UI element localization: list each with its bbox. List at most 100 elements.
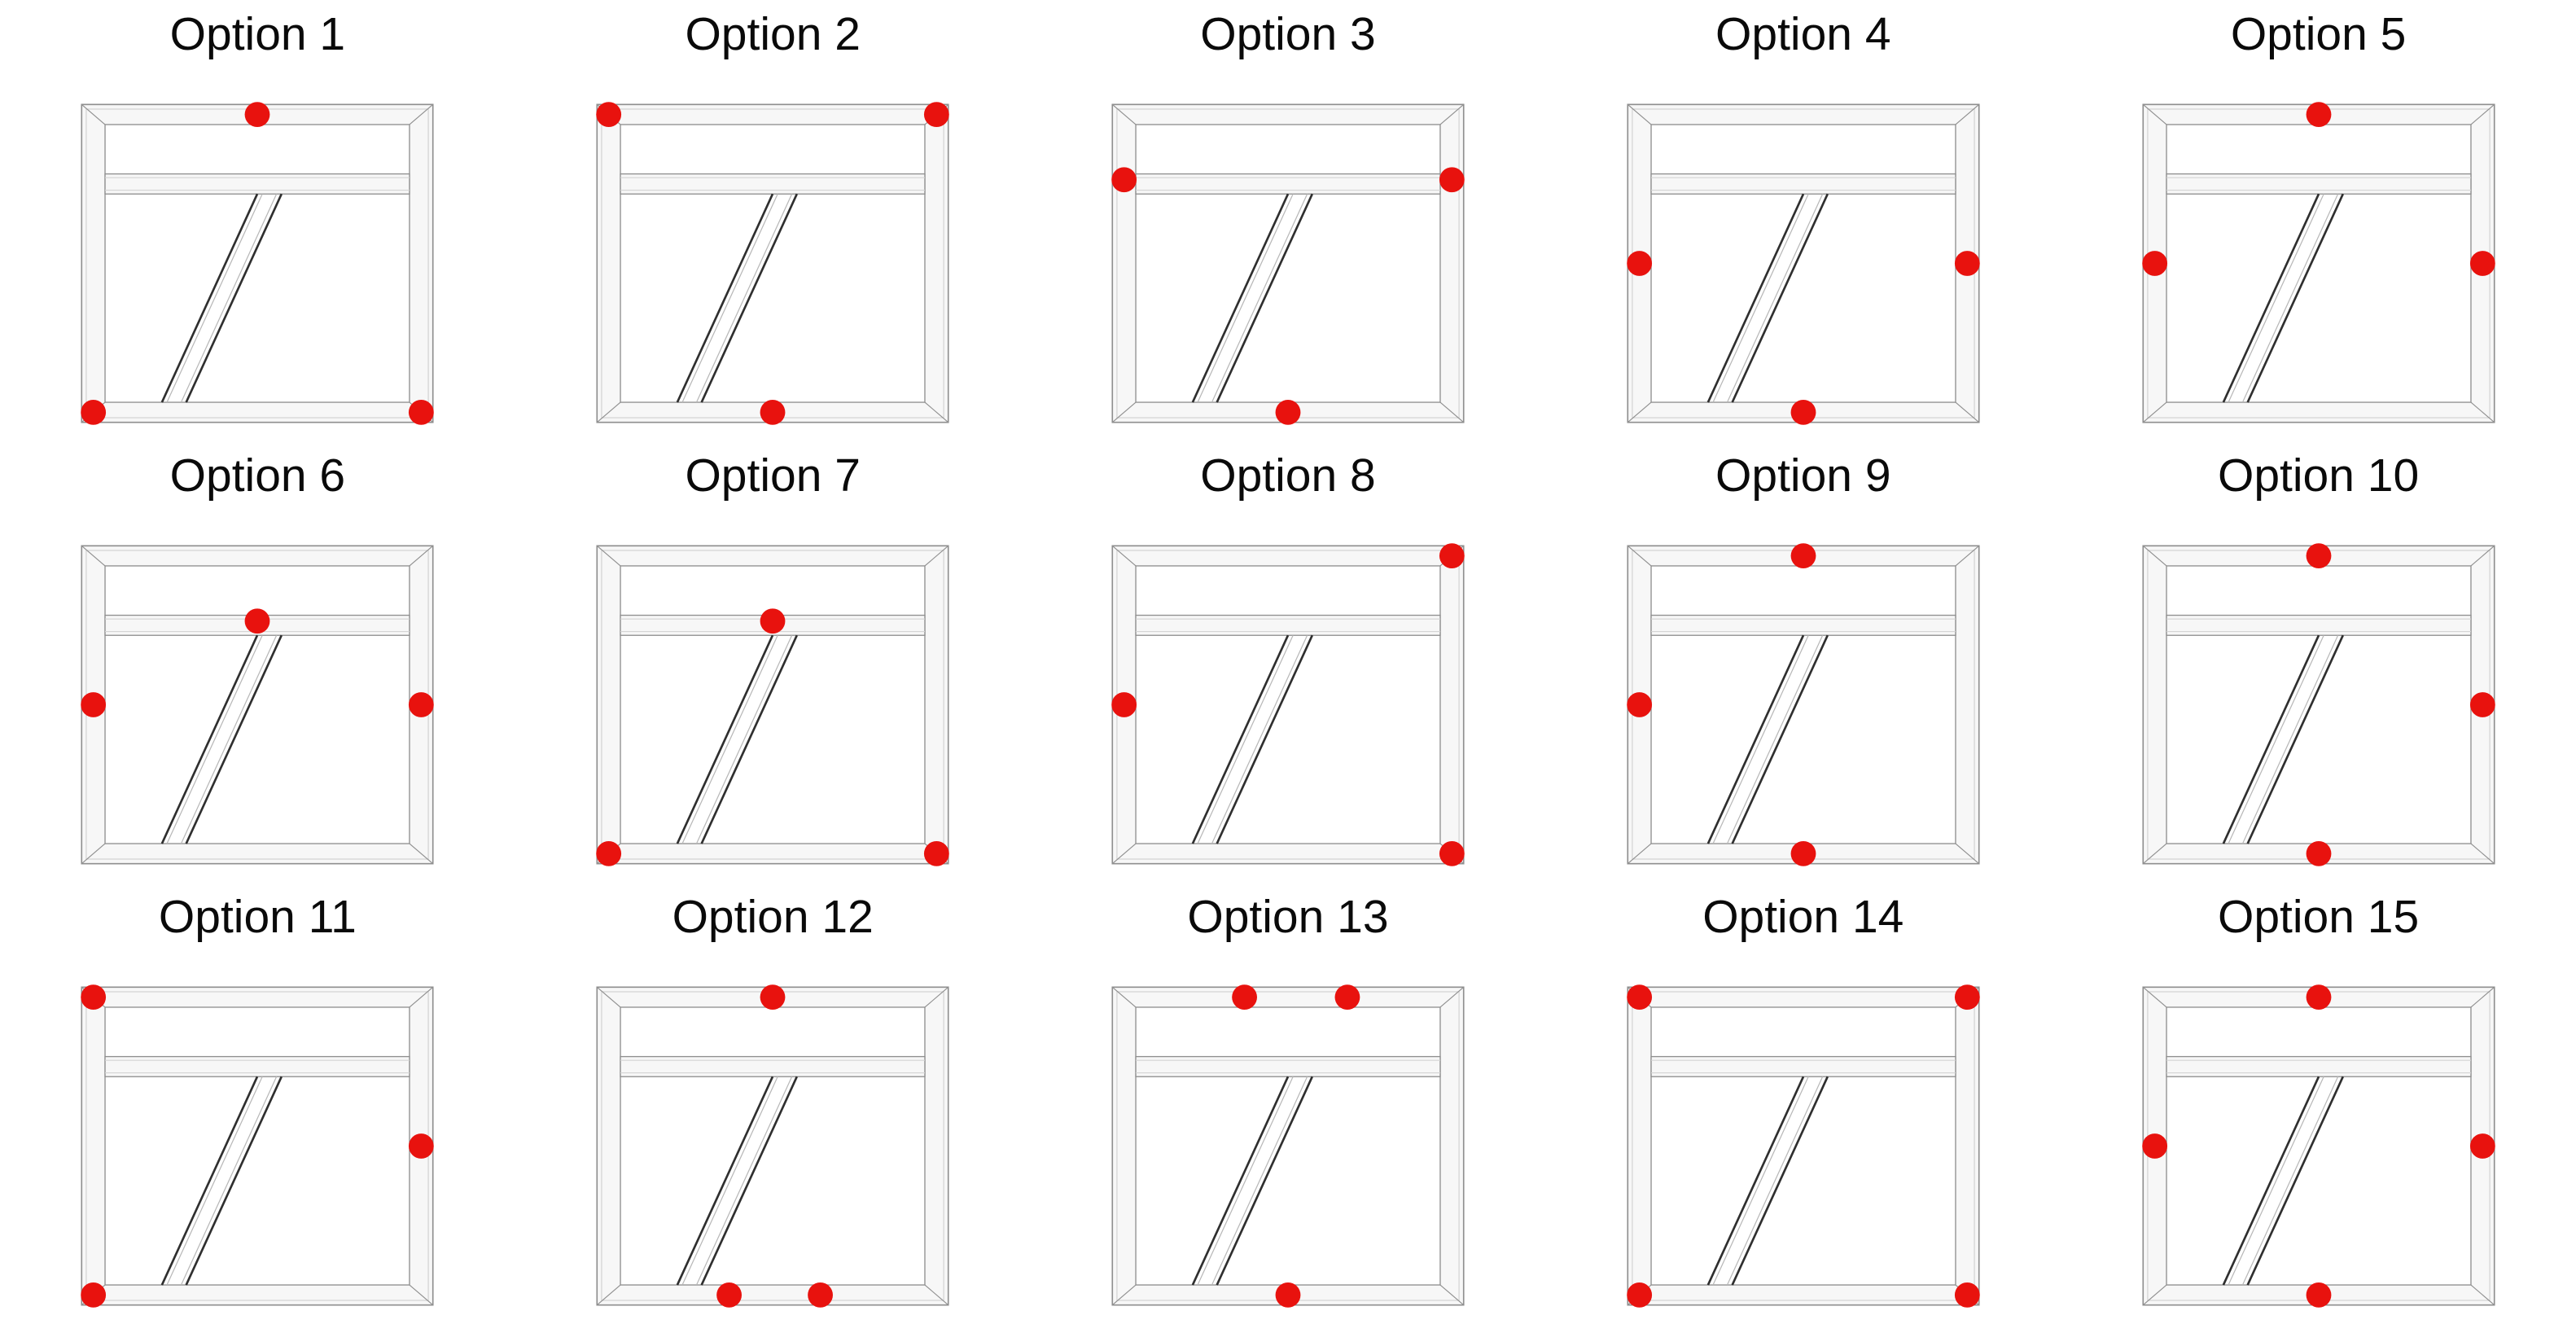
option-cell-6[interactable]: Option 6: [0, 441, 515, 883]
red-dot-top-center: [760, 984, 786, 1011]
red-dot-right-middle: [409, 692, 435, 717]
option-cell-12[interactable]: Option 12: [515, 883, 1031, 1324]
diagonal-highlight-line: [181, 193, 278, 403]
frame-inner-edge: [2165, 124, 2472, 403]
option-title: Option 15: [2217, 891, 2420, 943]
red-dot-center-junction: [760, 608, 786, 634]
corner-miter-line: [2142, 986, 2166, 1008]
option-title: Option 9: [1715, 449, 1891, 502]
option-cell-14[interactable]: Option 14: [1545, 883, 2061, 1324]
frame-inner-edge: [104, 124, 411, 403]
frame-inner-edge: [620, 124, 926, 403]
horizontal-rail: [1650, 173, 1956, 195]
diagonal-highlight-line: [1211, 193, 1308, 403]
frame-inner-edge: [1650, 124, 1956, 403]
option-cell-2[interactable]: Option 2: [515, 0, 1031, 441]
diagonal-highlight-line: [2241, 1076, 2338, 1286]
option-title: Option 14: [1702, 891, 1904, 943]
red-dot-right-middle: [2469, 692, 2495, 717]
option-title: Option 1: [169, 8, 346, 60]
corner-miter-line: [924, 401, 949, 423]
diagonal-strut-edge: [676, 634, 774, 844]
red-dot-bottom-center: [1790, 399, 1816, 425]
option-cell-11[interactable]: Option 11: [0, 883, 515, 1324]
red-dot-top-right-of-center: [1334, 984, 1360, 1011]
red-dot-top-right: [1439, 543, 1465, 569]
red-dot-bottom-right: [1439, 840, 1465, 866]
red-dot-left-middle: [1627, 251, 1652, 276]
option-cell-5[interactable]: Option 5: [2061, 0, 2576, 441]
diagonal-strut-edge: [161, 193, 259, 403]
option-cell-13[interactable]: Option 13: [1031, 883, 1546, 1324]
frame-inner-edge: [1135, 1006, 1441, 1286]
diagonal-highlight-line: [696, 193, 793, 403]
frame-highlight-line: [1632, 991, 1975, 1301]
frame-inner-edge: [1650, 565, 1956, 844]
option-title: Option 12: [672, 891, 874, 943]
diagonal-strut-edge: [1191, 1076, 1290, 1286]
diagonal-highlight-line: [696, 634, 793, 844]
corner-miter-line: [1955, 843, 1979, 865]
diagonal-highlight-line: [1712, 634, 1809, 844]
corner-miter-line: [2142, 1284, 2166, 1306]
corner-miter-line: [597, 545, 621, 567]
corner-miter-line: [2470, 1284, 2495, 1306]
diagonal-strut-edge: [1216, 193, 1313, 403]
diagonal-highlight-line: [1712, 1076, 1809, 1286]
corner-miter-line: [2470, 843, 2495, 865]
red-dot-top-left: [81, 984, 107, 1011]
diagonal-highlight-line: [1197, 193, 1294, 403]
option-cell-3[interactable]: Option 3: [1031, 0, 1546, 441]
option-cell-8[interactable]: Option 8: [1031, 441, 1546, 883]
frame-inner-edge: [1135, 565, 1441, 844]
diagonal-strut-edge: [676, 193, 774, 403]
option-title: Option 5: [2230, 8, 2407, 60]
diagonal-strut-edge: [185, 634, 283, 844]
diagonal-highlight-line: [2228, 1076, 2324, 1286]
diagonal-strut-edge: [2222, 1076, 2320, 1286]
corner-miter-line: [924, 986, 949, 1008]
diagonal-highlight-line: [1197, 634, 1294, 844]
frame-inner-edge: [1650, 1006, 1956, 1286]
frame-figure: [1627, 984, 1980, 1308]
corner-miter-line: [2470, 401, 2495, 423]
corner-miter-line: [1627, 545, 1652, 567]
red-dot-right-middle: [409, 1133, 435, 1159]
option-cell-15[interactable]: Option 15: [2061, 883, 2576, 1324]
diagonal-strut-edge: [161, 634, 259, 844]
red-dot-top-center: [2306, 984, 2331, 1011]
frame-inner-edge: [1135, 124, 1441, 403]
diagonal-strut-edge: [1191, 634, 1290, 844]
corner-miter-line: [2470, 545, 2495, 567]
corner-miter-line: [1439, 1284, 1465, 1306]
red-dot-left-middle: [2141, 1133, 2167, 1159]
corner-miter-line: [597, 401, 621, 423]
horizontal-rail: [1135, 173, 1441, 195]
horizontal-rail: [1135, 614, 1441, 636]
red-dot-right-rail: [1439, 167, 1465, 193]
option-cell-1[interactable]: Option 1: [0, 0, 515, 441]
diagonal-highlight-line: [1726, 634, 1823, 844]
diagonal-highlight-line: [166, 193, 264, 403]
red-dot-left-middle: [1627, 692, 1652, 717]
frame-figure: [1111, 543, 1465, 866]
option-cell-10[interactable]: Option 10: [2061, 441, 2576, 883]
option-cell-7[interactable]: Option 7: [515, 441, 1031, 883]
red-dot-bottom-center: [2306, 840, 2331, 866]
red-dot-bottom-center: [1275, 399, 1301, 425]
red-dot-top-left-of-center: [1232, 984, 1257, 1011]
diagonal-highlight-line: [2241, 193, 2338, 403]
red-dot-top-right: [1954, 984, 1980, 1011]
diagonal-strut-edge: [1706, 634, 1804, 844]
option-cell-9[interactable]: Option 9: [1545, 441, 2061, 883]
option-cell-4[interactable]: Option 4: [1545, 0, 2061, 441]
horizontal-rail: [1650, 1055, 1956, 1077]
frame-figure: [2141, 102, 2495, 423]
diagonal-highlight-line: [681, 634, 778, 844]
red-dot-left-middle: [81, 692, 107, 717]
frame-figure: [596, 984, 949, 1308]
red-dot-top-center: [1790, 543, 1816, 569]
diagonal-strut-edge: [2246, 634, 2344, 844]
red-dot-bottom-center: [760, 399, 786, 425]
frame-figure: [2142, 543, 2495, 866]
